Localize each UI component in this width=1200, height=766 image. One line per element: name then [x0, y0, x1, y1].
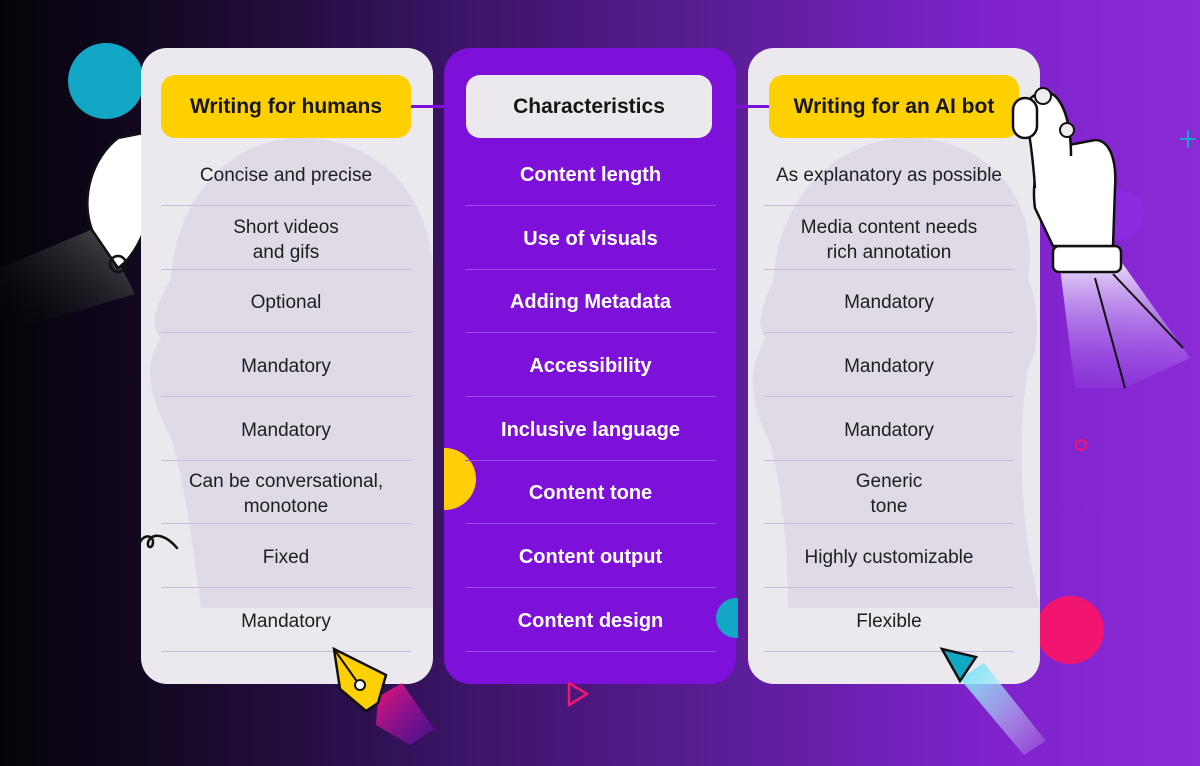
decor-teal-circle [68, 43, 144, 119]
characteristic-cell: Inclusive language [465, 397, 716, 461]
humans-cell: Concise and precise [161, 142, 411, 206]
ai-bot-cell: Flexible [764, 588, 1014, 652]
humans-cell: Mandatory [161, 333, 411, 397]
ai-bot-cell: Media content needs rich annotation [764, 206, 1014, 270]
humans-cell: Mandatory [161, 588, 411, 652]
decor-pink-circle [1036, 596, 1104, 664]
characteristic-cell: Content length [465, 142, 716, 206]
panel-characteristics [444, 48, 736, 684]
humans-cell: Mandatory [161, 397, 411, 461]
ai-bot-cell: Highly customizable [764, 524, 1014, 588]
humans-cell: Optional [161, 269, 411, 333]
header-characteristics: Characteristics [466, 75, 712, 138]
ai-bot-cell: Mandatory [764, 397, 1014, 461]
connector-right [712, 105, 769, 108]
characteristic-cell: Use of visuals [465, 206, 716, 270]
squiggle-icon [137, 534, 179, 550]
header-writing-for-ai-bot: Writing for an AI bot [769, 75, 1019, 138]
ai-bot-cell: Mandatory [764, 269, 1014, 333]
robot-hand-icon [1011, 87, 1190, 389]
header-writing-for-humans: Writing for humans [161, 75, 411, 138]
panel-humans [141, 48, 433, 684]
decor-ring [1075, 439, 1087, 451]
panel-ai-bot [748, 48, 1040, 684]
characteristic-cell: Content tone [465, 460, 716, 524]
fountain-pen-icon [332, 646, 434, 745]
sparkle-icon [1180, 130, 1196, 148]
characteristic-cell: Content design [465, 588, 716, 652]
ai-bot-cell: As explanatory as possible [764, 142, 1014, 206]
characteristic-cell: Adding Metadata [465, 269, 716, 333]
human-head-silhouette [150, 138, 433, 608]
humans-cell: Fixed [161, 524, 411, 588]
play-triangle-icon [567, 681, 589, 707]
characteristic-cell: Accessibility [465, 333, 716, 397]
ai-head-silhouette [752, 138, 1040, 608]
humans-cell: Can be conversational, monotone [161, 460, 411, 524]
ai-bot-cell: Mandatory [764, 333, 1014, 397]
connector-left [411, 105, 466, 108]
ai-bot-cell: Generic tone [764, 460, 1014, 524]
decor-teal-half-circle [716, 598, 738, 638]
characteristic-cell: Content output [465, 524, 716, 588]
humans-cell: Short videos and gifs [161, 206, 411, 270]
digital-pen-icon [939, 647, 1046, 755]
